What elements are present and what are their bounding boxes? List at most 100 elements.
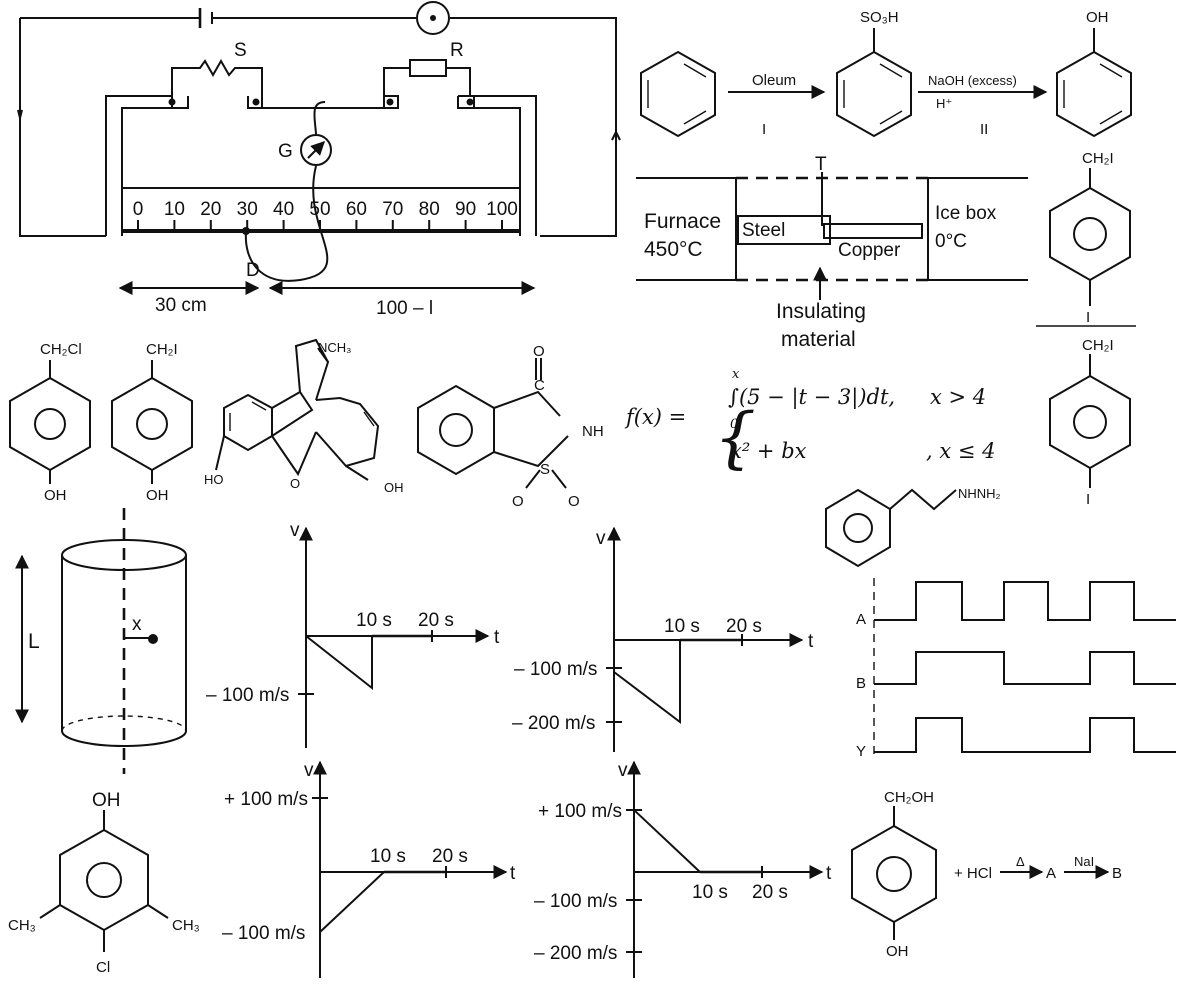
velocity-line bbox=[633, 809, 701, 873]
tick-10s: 10 s bbox=[356, 610, 392, 631]
label-r: R bbox=[450, 40, 464, 61]
integral-upper: x bbox=[732, 367, 740, 382]
scale-tick-label: 90 bbox=[455, 199, 476, 220]
left-length-label: 30 cm bbox=[155, 295, 207, 316]
saccharin-o-top: O bbox=[533, 343, 545, 360]
morphine-structure bbox=[215, 338, 380, 481]
tick-20s: 20 s bbox=[418, 610, 454, 631]
benzene-ring-2 bbox=[836, 28, 912, 138]
iodobenzyl-iodide-bottom bbox=[1049, 354, 1131, 488]
tick-20s: 20 s bbox=[752, 882, 788, 903]
tick-20s: 20 s bbox=[726, 616, 762, 637]
iodomethyl-phenol bbox=[111, 360, 193, 484]
copper-rod bbox=[823, 223, 923, 239]
terminal bbox=[168, 98, 176, 106]
iodobenzyl-iodide-top bbox=[1049, 168, 1131, 306]
scale-tick-label: 20 bbox=[200, 199, 221, 220]
tick-minus-100: – 100 m/s bbox=[206, 685, 289, 706]
velocity-graph-3: v t 10 s 20 s + 100 m/s – 100 m/s bbox=[222, 760, 516, 978]
case-one: ∫(5 − |t − 3|)dt, bbox=[728, 385, 895, 410]
sulphonation-scheme: Oleum I SO₃H NaOH (excess) H⁺ II OH bbox=[640, 9, 1132, 138]
jockey-contact-d bbox=[242, 227, 250, 235]
key-dot bbox=[430, 15, 436, 21]
velocity-graph-2: v t 10 s 20 s – 100 m/s – 200 m/s bbox=[512, 526, 814, 752]
scale-tick-label: 70 bbox=[382, 199, 403, 220]
saccharin-o-left: O bbox=[512, 493, 524, 510]
case-two: x² + bx bbox=[730, 439, 807, 463]
label-v: v bbox=[618, 760, 628, 781]
terminal bbox=[386, 98, 394, 106]
hydroxybenzyl-alcohol bbox=[851, 806, 937, 940]
chloroxylenol-ch3-right: CH₃ bbox=[172, 917, 200, 934]
chloroxylenol-structure bbox=[39, 810, 169, 952]
reagent-hcl: + HCl bbox=[954, 865, 992, 882]
product-a: A bbox=[1046, 865, 1056, 882]
label-b: B bbox=[856, 675, 866, 692]
furnace-temp: 450°C bbox=[644, 238, 703, 261]
steel-label: Steel bbox=[742, 220, 785, 241]
current-arrow-down bbox=[17, 109, 23, 119]
label-t: t bbox=[510, 863, 516, 884]
resistor-r bbox=[409, 59, 447, 77]
right-length-label: 100 – l bbox=[376, 298, 433, 319]
group-oh: OH bbox=[1086, 9, 1109, 26]
meter-scale bbox=[121, 187, 521, 231]
jockey-wire bbox=[244, 165, 329, 282]
group-nhnh2: NHNH₂ bbox=[958, 486, 1001, 501]
tick-minus-100: – 100 m/s bbox=[514, 659, 597, 680]
label-x: x bbox=[132, 614, 142, 635]
terminal bbox=[466, 98, 474, 106]
velocity-graph-1: v t 10 s 20 s – 100 m/s bbox=[206, 520, 500, 748]
saccharin-nh: NH bbox=[582, 423, 604, 440]
scale-tick-label: 10 bbox=[164, 199, 185, 220]
group-oh-phenol: OH bbox=[886, 943, 909, 960]
label-a: A bbox=[856, 611, 866, 628]
label-t: t bbox=[826, 863, 832, 884]
product-b: B bbox=[1112, 865, 1122, 882]
scale-tick-label: 0 bbox=[133, 199, 144, 220]
tick-plus-100: + 100 m/s bbox=[224, 789, 308, 810]
step-two: II bbox=[980, 121, 988, 138]
galvanometer-lead bbox=[313, 101, 326, 135]
right-gap-strip bbox=[457, 95, 537, 236]
morphine-oh: OH bbox=[384, 480, 404, 495]
tick-minus-100: – 100 m/s bbox=[534, 891, 617, 912]
label-d: D bbox=[246, 260, 260, 281]
group-ch2oh: CH₂OH bbox=[884, 789, 934, 806]
group-oh-1: OH bbox=[44, 487, 67, 504]
chloroxylenol-ch3-left: CH₃ bbox=[8, 917, 36, 934]
velocity-line bbox=[305, 635, 373, 691]
group-ch2i: CH₂I bbox=[1082, 150, 1114, 167]
tick-minus-200: – 200 m/s bbox=[534, 943, 617, 964]
copper-label: Copper bbox=[838, 240, 901, 261]
scale-tick-label: 60 bbox=[346, 199, 367, 220]
chloromethyl-phenol bbox=[9, 360, 91, 484]
tick-plus-100: + 100 m/s bbox=[538, 801, 622, 822]
furnace-label: Furnace bbox=[644, 210, 721, 233]
phenylethyl-hydrazine bbox=[825, 488, 957, 568]
terminal bbox=[252, 98, 260, 106]
morphine-nch3: NCH₃ bbox=[318, 340, 351, 355]
saccharin-o-right: O bbox=[568, 493, 580, 510]
current-arrow-up bbox=[611, 129, 621, 141]
icebox-temp: 0°C bbox=[935, 231, 967, 252]
velocity-line bbox=[319, 871, 385, 933]
heat-conduction-diagram: T Furnace 450°C Steel Copper Ice box 0°C… bbox=[636, 154, 1028, 351]
reagent-naoh: NaOH (excess) bbox=[928, 73, 1017, 88]
battery-wire bbox=[20, 17, 617, 237]
label-s: S bbox=[234, 40, 247, 61]
galvanometer-needle bbox=[307, 141, 325, 159]
resistor-s bbox=[171, 58, 263, 96]
step-one: I bbox=[762, 121, 766, 138]
galvanometer-icon bbox=[300, 134, 332, 166]
cylinder-diagram: L x bbox=[15, 508, 187, 774]
saccharin-c: C bbox=[534, 377, 545, 394]
group-ch2i-2: CH₂I bbox=[1082, 337, 1114, 354]
insulation-label-2: material bbox=[781, 328, 856, 351]
logic-timing-diagram: A B Y bbox=[856, 578, 1176, 760]
saccharin-s: S bbox=[540, 461, 550, 478]
